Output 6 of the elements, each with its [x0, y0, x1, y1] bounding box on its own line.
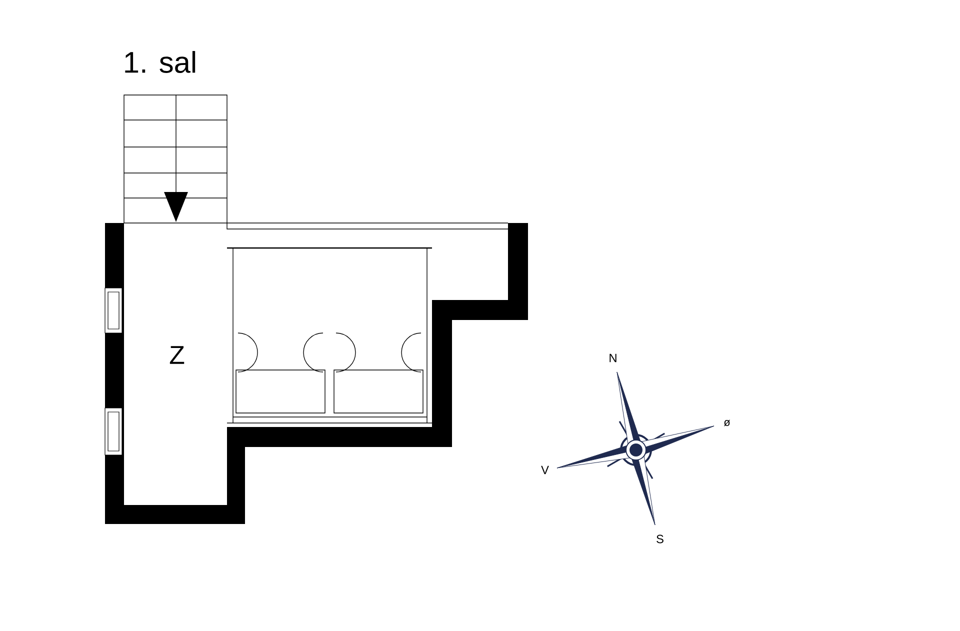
title: 1. sal — [125, 51, 196, 73]
compass-letter: N — [610, 354, 616, 362]
room-label: Z — [170, 346, 184, 364]
compass-letter: V — [541, 466, 549, 474]
compass-letter: ø — [724, 420, 730, 426]
compass-letter: S — [656, 534, 664, 544]
